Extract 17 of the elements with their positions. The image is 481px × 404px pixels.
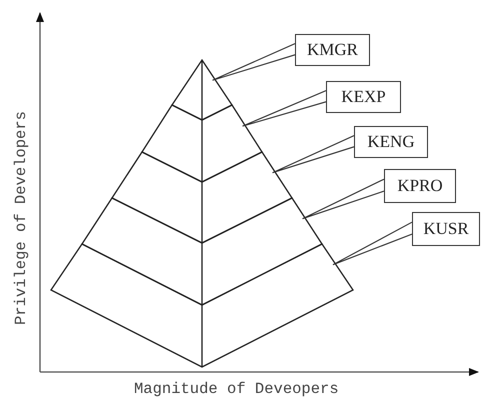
callout-label: KEXP [326,81,401,113]
callout-label: KENG [354,126,428,158]
callout-label: KMGR [295,34,370,66]
axis-title: Magnitude of Deveopers [134,380,339,398]
callout-label: KPRO [384,169,456,203]
leader-line [212,43,296,81]
leader-line [272,135,355,174]
pyramid-layer [171,59,233,121]
leader-line [242,90,327,127]
pyramid-layer [141,104,263,183]
leader-line [302,178,385,220]
pyramid-layer [50,243,354,368]
pyramid-layer [111,151,293,244]
callout-label: KUSR [412,212,480,246]
axis-title: Privilege of Developers [12,111,30,325]
leader-line [332,222,413,266]
pyramid-layer [81,197,323,306]
